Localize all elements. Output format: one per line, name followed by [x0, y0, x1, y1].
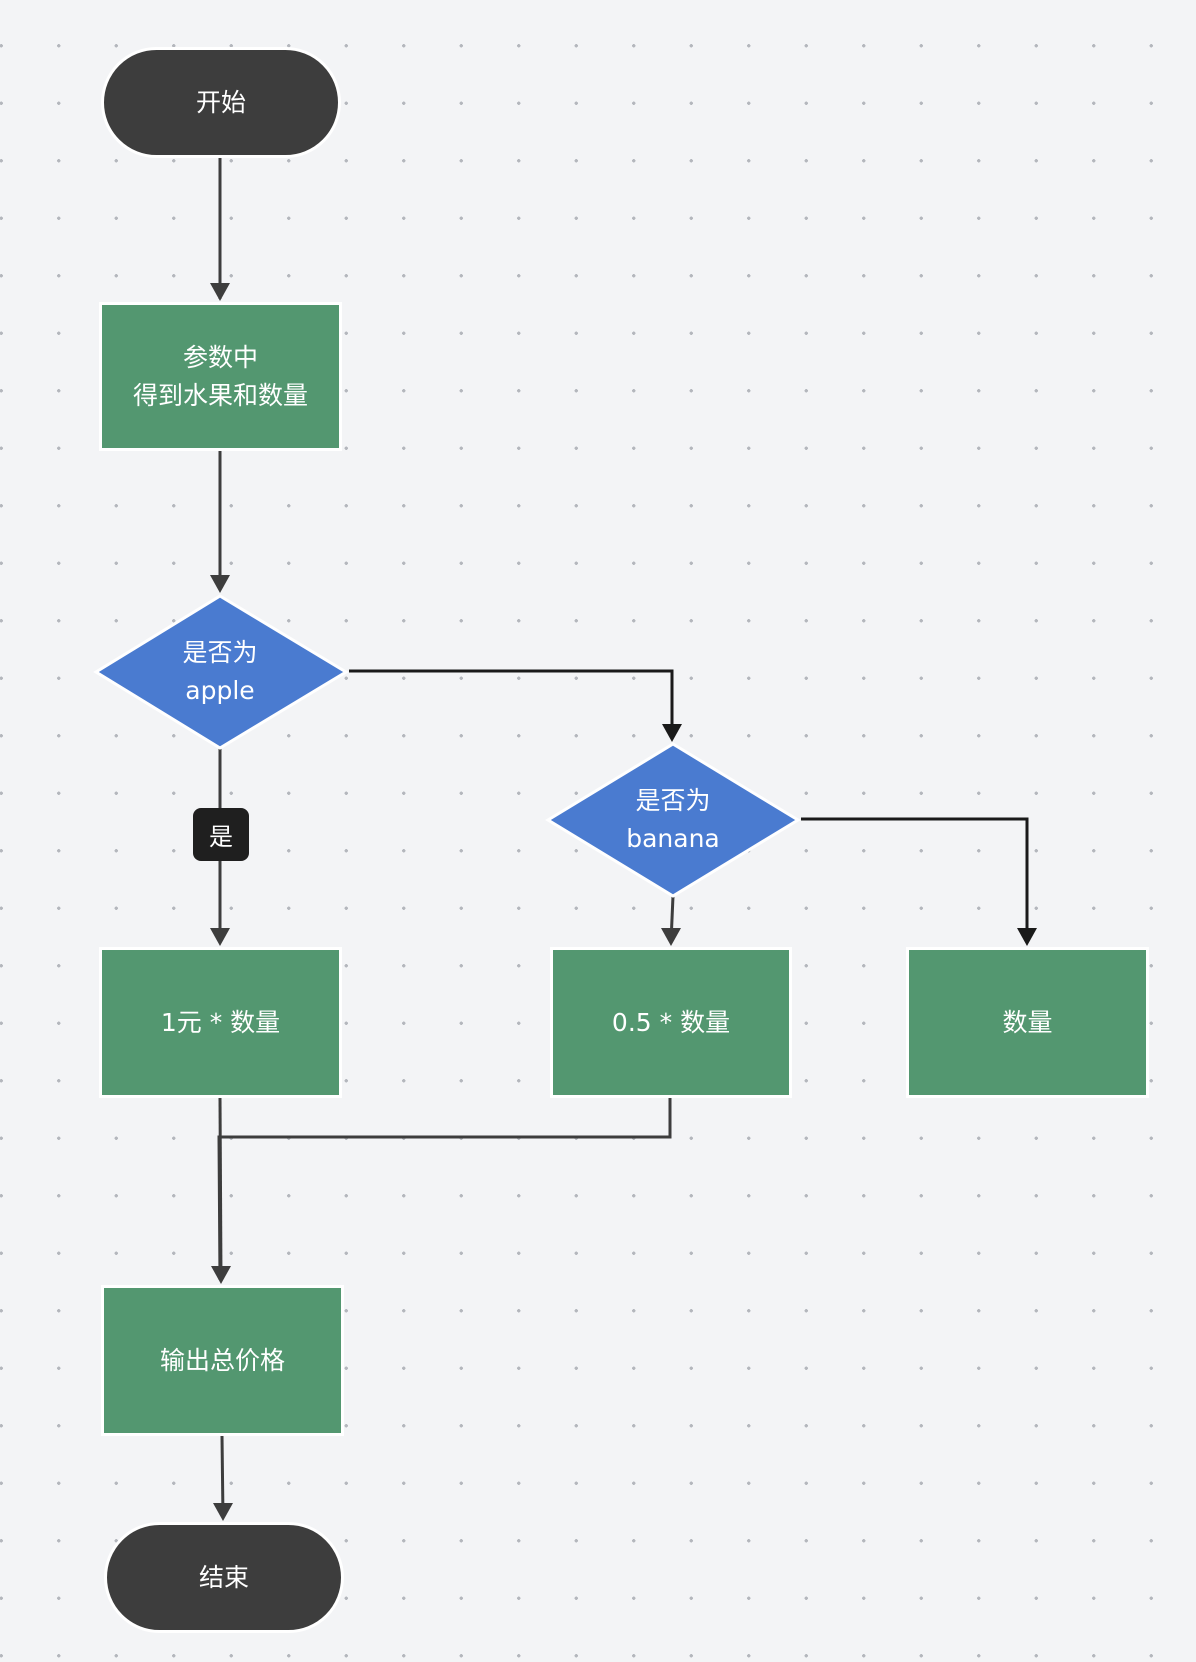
process-banana-price-label: 0.5 * 数量: [611, 1007, 731, 1037]
arrowhead-icon: [662, 724, 682, 742]
arrowhead-icon: [210, 575, 230, 593]
process-apple-price-label: 1元 * 数量: [160, 1007, 281, 1037]
arrowhead-icon: [211, 1266, 231, 1284]
arrowhead-icon: [1017, 928, 1037, 946]
end-node[interactable]: 结束: [104, 1522, 344, 1633]
process-other-price-label: 数量: [1002, 1007, 1053, 1037]
decision-is-banana-text: 是否为 banana: [583, 780, 763, 860]
start-label: 开始: [195, 87, 246, 117]
edge-label-yes-text: 是: [209, 823, 233, 851]
process-output-total[interactable]: 输出总价格: [101, 1285, 344, 1436]
edge-apple-no-to-banana-decision[interactable]: [349, 669, 674, 739]
arrowhead-icon: [210, 283, 230, 301]
decision-is-banana[interactable]: [545, 742, 801, 898]
decision-is-banana-line2: banana: [626, 824, 720, 853]
edge-label-yes: 是: [193, 808, 249, 861]
end-label: 结束: [198, 1562, 249, 1592]
process-get-params-line1: 参数中: [182, 342, 258, 372]
process-banana-price[interactable]: 0.5 * 数量: [550, 947, 792, 1098]
start-node[interactable]: 开始: [101, 47, 341, 158]
decision-is-apple[interactable]: [93, 594, 349, 750]
decision-is-apple-text: 是否为 apple: [130, 632, 310, 712]
process-apple-price[interactable]: 1元 * 数量: [99, 947, 342, 1098]
arrowhead-icon: [210, 928, 230, 946]
arrowhead-icon: [213, 1503, 233, 1521]
decision-is-banana-line1: 是否为: [635, 786, 711, 815]
decision-is-apple-line2: apple: [185, 676, 255, 705]
arrowhead-icon: [661, 928, 681, 946]
process-output-total-label: 输出总价格: [159, 1345, 285, 1375]
process-get-params-line2: 得到水果和数量: [132, 380, 308, 410]
edge-banana-price-to-output[interactable]: [217, 1098, 672, 1281]
edge-banana-no-to-other[interactable]: [801, 817, 1029, 942]
process-other-price[interactable]: 数量: [906, 947, 1149, 1098]
process-get-params[interactable]: 参数中 得到水果和数量: [99, 302, 342, 451]
decision-is-apple-line1: 是否为: [182, 638, 258, 667]
